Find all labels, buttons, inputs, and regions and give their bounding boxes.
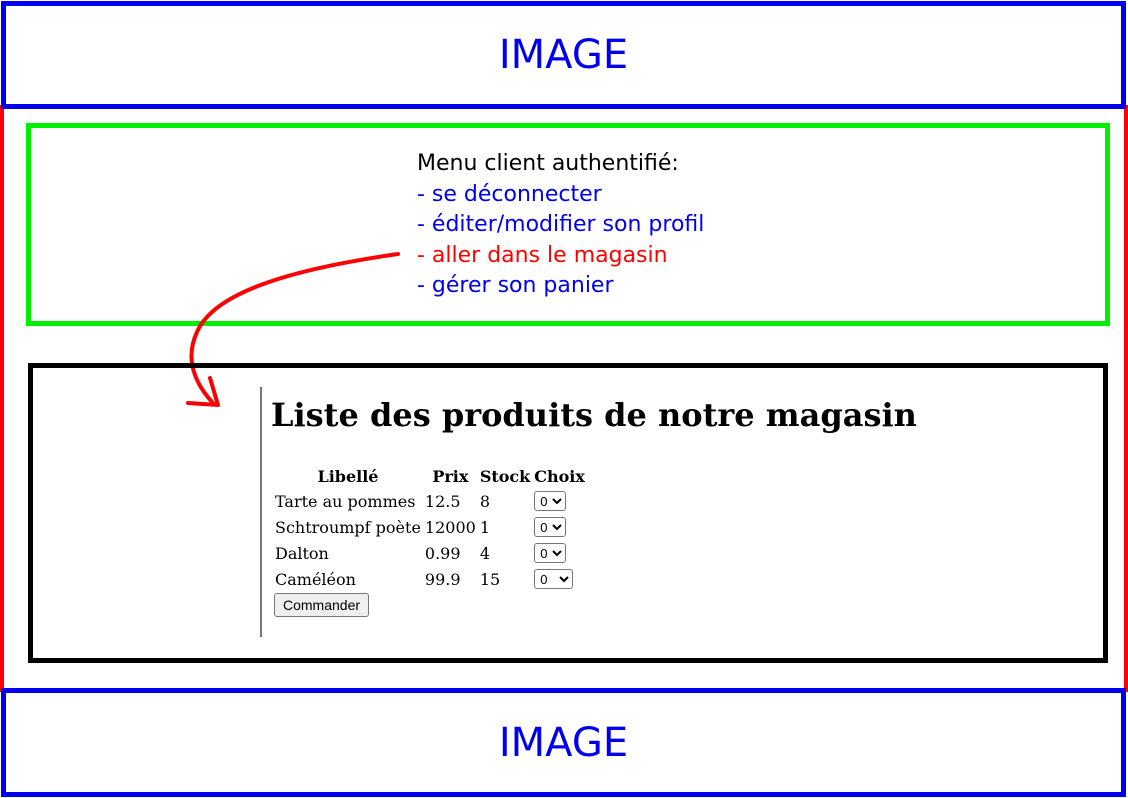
column-header-choice: Choix <box>534 467 585 486</box>
store-title: Liste des produits de notre magasin <box>271 396 917 434</box>
client-menu-title: Menu client authentifié: <box>417 151 679 176</box>
product-stock: 8 <box>479 491 490 511</box>
table-row: Dalton 0.99 4 01234 <box>274 541 586 565</box>
product-stock: 15 <box>479 569 501 589</box>
product-price: 0.99 <box>424 543 461 563</box>
top-image-placeholder: IMAGE <box>1 1 1126 109</box>
column-header-label: Libellé <box>317 467 379 486</box>
content-divider <box>260 387 262 637</box>
outer-frame <box>0 105 1128 692</box>
bottom-image-placeholder: IMAGE <box>1 688 1126 797</box>
client-menu: Menu client authentifié: - se déconnecte… <box>417 149 704 302</box>
products-table: Libellé Prix Stock Choix Tarte au pommes… <box>272 464 588 593</box>
product-stock: 1 <box>479 517 490 537</box>
table-header-row: Libellé Prix Stock Choix <box>274 466 586 487</box>
product-label: Schtroumpf poète <box>275 517 421 537</box>
product-label: Caméléon <box>275 569 356 589</box>
quantity-select[interactable]: 01234 <box>534 543 567 564</box>
menu-link-store[interactable]: - aller dans le magasin <box>417 242 668 268</box>
bottom-image-label: IMAGE <box>498 719 629 766</box>
product-price: 99.9 <box>424 569 461 589</box>
table-row: Schtroumpf poète 12000 1 01 <box>274 515 586 539</box>
product-label: Tarte au pommes <box>275 491 416 511</box>
menu-link-edit-profile[interactable]: - éditer/modifier son profil <box>417 212 705 237</box>
store-frame <box>28 363 1108 663</box>
menu-link-logout[interactable]: - se déconnecter <box>417 181 602 207</box>
column-header-stock: Stock <box>479 467 531 486</box>
menu-link-cart[interactable]: - gérer son panier <box>417 273 614 298</box>
table-row: Caméléon 99.9 15 0123456789101112131415 <box>274 567 586 591</box>
order-button[interactable]: Commander <box>274 593 370 617</box>
product-label: Dalton <box>275 543 329 563</box>
product-stock: 4 <box>479 543 490 563</box>
top-image-label: IMAGE <box>498 32 629 78</box>
client-menu-frame <box>26 123 1110 326</box>
table-row: Tarte au pommes 12.5 8 012345678 <box>274 489 586 513</box>
product-price: 12000 <box>424 517 476 537</box>
column-header-price: Prix <box>432 467 469 486</box>
quantity-select[interactable]: 01 <box>534 517 567 538</box>
quantity-select[interactable]: 012345678 <box>534 491 567 512</box>
product-price: 12.5 <box>424 491 461 511</box>
quantity-select[interactable]: 0123456789101112131415 <box>534 569 574 590</box>
